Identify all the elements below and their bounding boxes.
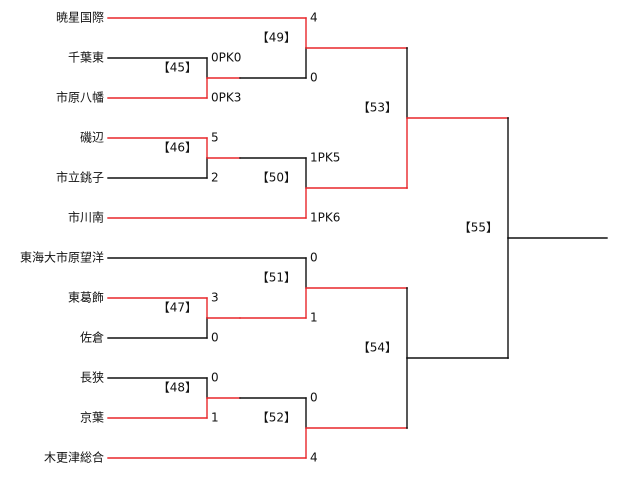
team-name: 長狭 — [80, 371, 104, 385]
team-name: 暁星国際 — [56, 11, 104, 25]
team-name: 京葉 — [80, 411, 104, 425]
score-label: 1 — [310, 311, 318, 325]
score-label: 0 — [310, 391, 318, 405]
score-label: 0PK0 — [211, 51, 241, 65]
match-label: 【51】 — [257, 271, 296, 285]
score-label: 3 — [211, 291, 219, 305]
bracket-labels: 暁星国際千葉東市原八幡磯辺市立銚子市川南東海大市原望洋東葛飾佐倉長狭京葉木更津総… — [20, 11, 498, 465]
match-label: 【45】 — [158, 61, 197, 75]
match-label: 【53】 — [358, 101, 397, 115]
score-label: 0 — [310, 251, 318, 265]
score-label: 2 — [211, 171, 219, 185]
bracket-lines — [107, 17, 608, 459]
score-label: 1PK5 — [310, 151, 340, 165]
team-name: 木更津総合 — [44, 450, 104, 465]
match-label: 【47】 — [158, 301, 197, 315]
team-name: 東海大市原望洋 — [20, 250, 104, 265]
score-label: 0 — [211, 371, 219, 385]
score-label: 0 — [310, 71, 318, 85]
team-name: 市川南 — [68, 210, 104, 225]
score-label: 1 — [211, 411, 219, 425]
team-name: 千葉東 — [68, 51, 104, 65]
score-label: 0PK3 — [211, 91, 241, 105]
score-label: 5 — [211, 131, 219, 145]
team-name: 佐倉 — [80, 330, 104, 345]
match-label: 【50】 — [257, 171, 296, 185]
team-name: 磯辺 — [80, 131, 104, 145]
match-label: 【54】 — [358, 341, 397, 355]
score-label: 1PK6 — [310, 211, 340, 225]
score-label: 0 — [211, 331, 219, 345]
team-name: 東葛飾 — [68, 291, 104, 305]
team-name: 市原八幡 — [56, 90, 104, 105]
match-label: 【52】 — [257, 411, 296, 425]
team-name: 市立銚子 — [56, 170, 104, 185]
match-label: 【46】 — [158, 141, 197, 155]
match-label: 【49】 — [257, 31, 296, 45]
match-label: 【48】 — [158, 381, 197, 395]
score-label: 4 — [310, 451, 318, 465]
score-label: 4 — [310, 11, 318, 25]
match-label: 【55】 — [459, 221, 498, 235]
